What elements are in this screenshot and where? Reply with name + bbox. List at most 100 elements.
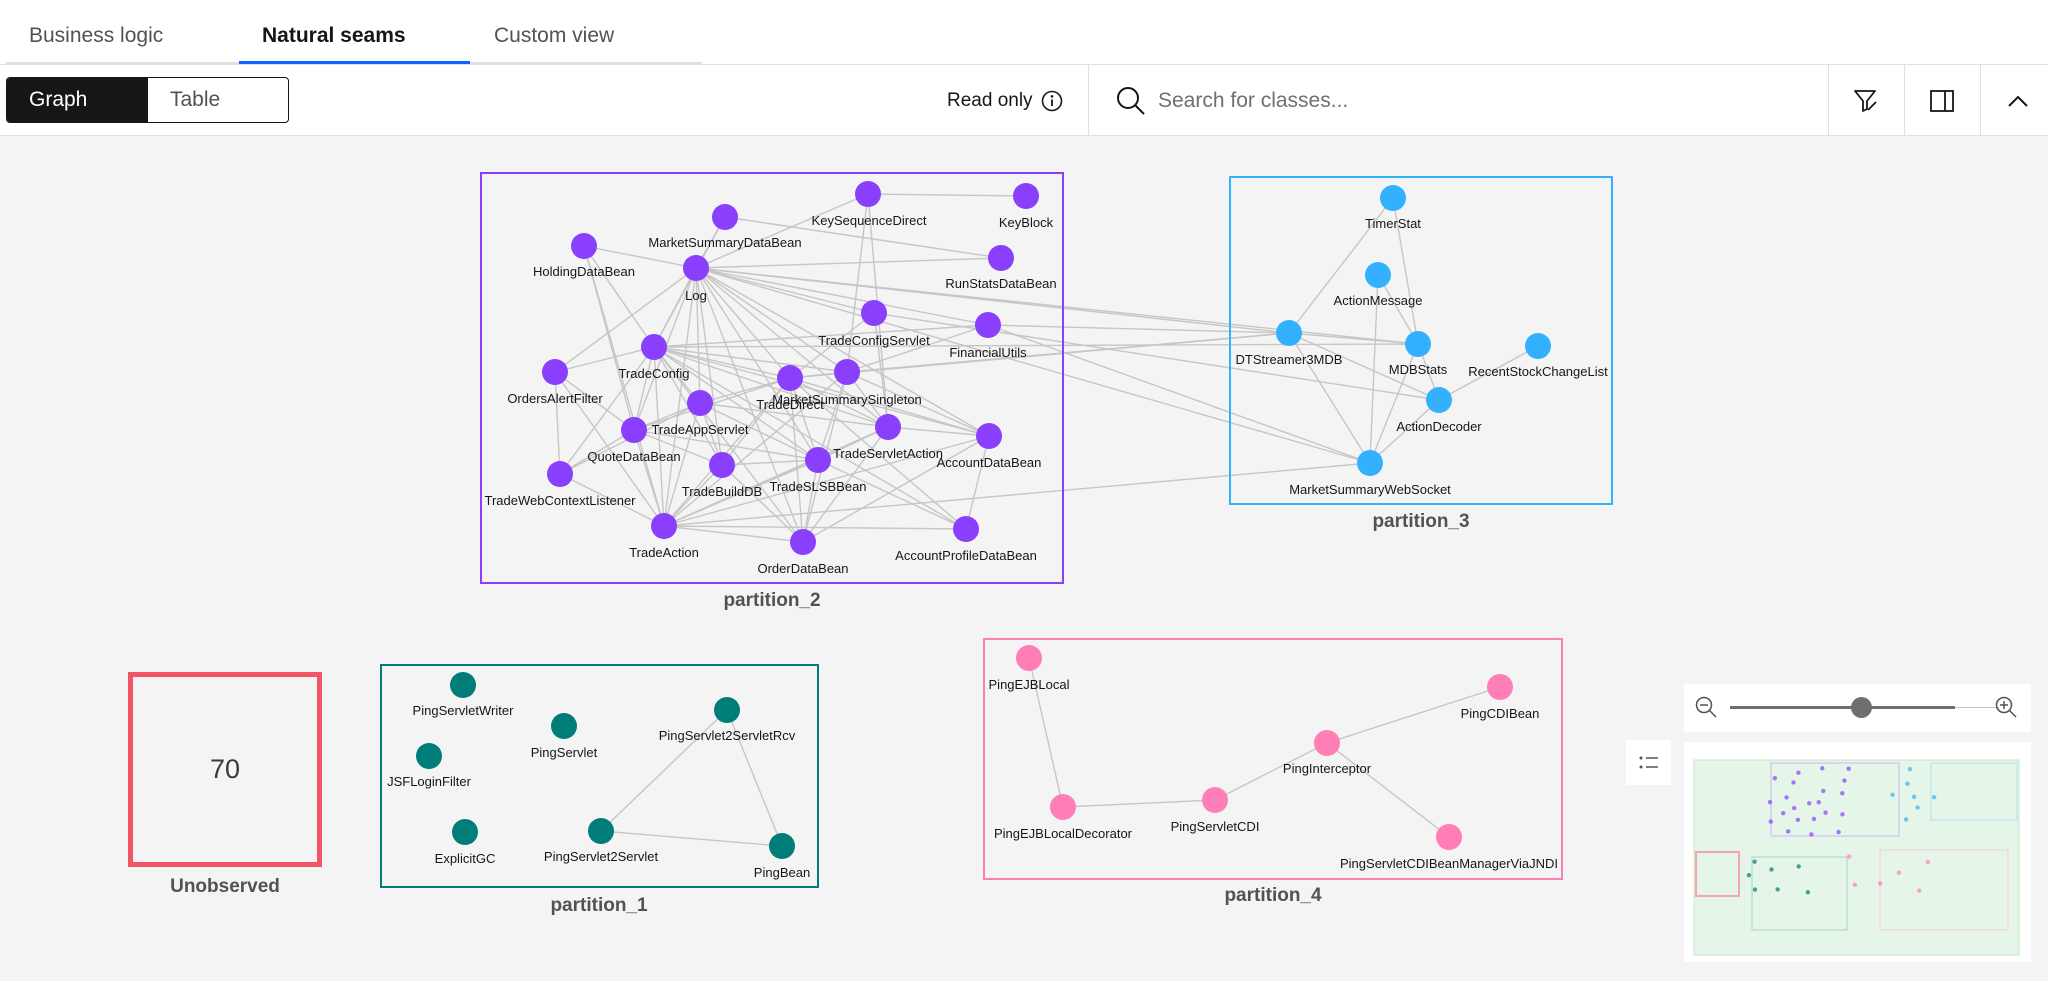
tab-natural-seams[interactable]: Natural seams — [262, 24, 406, 47]
class-node-marker[interactable] — [416, 743, 442, 769]
class-node-marker[interactable] — [450, 672, 476, 698]
partition_4-box[interactable] — [983, 638, 1563, 880]
class-node-marker[interactable] — [988, 245, 1014, 271]
filter-button[interactable] — [1828, 65, 1902, 135]
class-node-marker[interactable] — [861, 300, 887, 326]
class-node-marker[interactable] — [621, 417, 647, 443]
class-node[interactable]: PingServletCDIBeanManagerViaJNDI — [1340, 824, 1558, 871]
class-node-marker[interactable] — [805, 447, 831, 473]
class-node-marker[interactable] — [1357, 450, 1383, 476]
class-node[interactable]: TradeDirect — [756, 365, 824, 412]
collapse-button[interactable] — [1980, 65, 2048, 135]
class-node[interactable]: DTStreamer3MDB — [1236, 320, 1343, 367]
class-node-marker[interactable] — [452, 819, 478, 845]
class-node[interactable]: TradeAction — [629, 513, 699, 560]
class-node[interactable]: RunStatsDataBean — [945, 245, 1057, 291]
class-node-marker[interactable] — [709, 452, 735, 478]
class-node[interactable]: QuoteDataBean — [587, 417, 681, 464]
zoom-slider-handle[interactable] — [1850, 697, 1872, 718]
class-node[interactable]: FinancialUtils — [949, 312, 1027, 360]
class-node-marker[interactable] — [1365, 262, 1391, 288]
table-view-button[interactable]: Table — [147, 78, 288, 122]
class-node[interactable]: JSFLoginFilter — [387, 743, 472, 789]
partition_2-box[interactable] — [480, 172, 1064, 584]
class-node-marker[interactable] — [976, 423, 1002, 449]
legend-button[interactable] — [1626, 740, 1671, 785]
class-node-marker[interactable] — [1405, 331, 1431, 357]
class-node-marker[interactable] — [1050, 794, 1076, 820]
class-node[interactable]: MDBStats — [1389, 331, 1448, 377]
class-node[interactable]: PingServlet2ServletRcv — [659, 697, 796, 743]
class-node-marker[interactable] — [547, 461, 573, 487]
class-node[interactable]: MarketSummaryWebSocket — [1289, 450, 1451, 497]
class-node-marker[interactable] — [542, 359, 568, 385]
class-node-marker[interactable] — [687, 390, 713, 416]
class-node[interactable]: TradeBuildDB — [682, 452, 762, 499]
class-node[interactable]: OrdersAlertFilter — [507, 359, 603, 406]
class-node-marker[interactable] — [588, 818, 614, 844]
class-node-marker[interactable] — [975, 312, 1001, 338]
class-node[interactable]: PingServletWriter — [413, 672, 515, 718]
zoom-in-icon[interactable] — [1994, 695, 2018, 719]
unobserved-group[interactable]: 70 Unobserved — [128, 672, 322, 981]
partition_3-box[interactable] — [1229, 176, 1613, 505]
class-node-marker[interactable] — [641, 334, 667, 360]
unobserved-box[interactable]: 70 — [128, 672, 322, 867]
class-node-marker[interactable] — [1380, 185, 1406, 211]
class-node-marker[interactable] — [1314, 730, 1340, 756]
class-node[interactable]: TimerStat — [1365, 185, 1421, 231]
class-node[interactable]: MarketSummaryDataBean — [648, 204, 802, 250]
class-node-marker[interactable] — [651, 513, 677, 539]
tab-business-logic[interactable]: Business logic — [29, 24, 164, 47]
class-node[interactable]: PingCDIBean — [1461, 674, 1540, 721]
class-node[interactable]: KeySequenceDirect — [812, 181, 927, 228]
zoom-slider-track[interactable] — [1730, 706, 1955, 709]
search-input[interactable] — [1158, 79, 1818, 123]
class-node[interactable]: PingEJBLocal — [989, 645, 1070, 692]
class-node-marker[interactable] — [571, 233, 597, 259]
class-node[interactable]: KeyBlock — [999, 183, 1054, 230]
class-node-marker[interactable] — [790, 529, 816, 555]
class-node-marker[interactable] — [834, 359, 860, 385]
class-node[interactable]: AccountDataBean — [937, 423, 1042, 470]
class-node-marker[interactable] — [855, 181, 881, 207]
class-node-marker[interactable] — [1016, 645, 1042, 671]
class-node-marker[interactable] — [714, 697, 740, 723]
class-node-marker[interactable] — [1013, 183, 1039, 209]
class-node-marker[interactable] — [683, 255, 709, 281]
class-node-marker[interactable] — [953, 516, 979, 542]
class-node[interactable]: HoldingDataBean — [533, 233, 635, 279]
class-node-marker[interactable] — [1525, 333, 1551, 359]
class-node[interactable]: TradeServletAction — [833, 414, 943, 461]
class-node[interactable]: RecentStockChangeList — [1468, 333, 1608, 379]
class-node[interactable]: ActionMessage — [1334, 262, 1423, 308]
class-node-marker[interactable] — [1276, 320, 1302, 346]
class-node[interactable]: PingBean — [754, 833, 810, 880]
partition_1-box[interactable] — [380, 664, 819, 888]
class-node-marker[interactable] — [777, 365, 803, 391]
class-node[interactable]: PingEJBLocalDecorator — [994, 794, 1133, 841]
class-node-marker[interactable] — [769, 833, 795, 859]
class-node-marker[interactable] — [551, 713, 577, 739]
class-node[interactable]: ExplicitGC — [435, 819, 496, 866]
minimap[interactable] — [1684, 742, 2031, 962]
class-node[interactable]: TradeConfig — [618, 334, 690, 381]
zoom-slider-rest[interactable] — [1955, 707, 1999, 708]
graph-view-button[interactable]: Graph — [7, 78, 147, 122]
zoom-out-icon[interactable] — [1694, 695, 1718, 719]
class-node[interactable]: PingInterceptor — [1283, 730, 1372, 776]
class-node-marker[interactable] — [1426, 387, 1452, 413]
class-node-marker[interactable] — [1202, 787, 1228, 813]
class-node-marker[interactable] — [1436, 824, 1462, 850]
class-node[interactable]: MarketSummarySingleton — [772, 359, 922, 407]
class-node[interactable]: Log — [683, 255, 709, 303]
class-node[interactable]: PingServletCDI — [1171, 787, 1260, 834]
tab-custom-view[interactable]: Custom view — [494, 24, 615, 47]
class-node[interactable]: PingServlet2Servlet — [544, 818, 659, 864]
class-node[interactable]: ActionDecoder — [1396, 387, 1482, 434]
info-icon[interactable] — [1041, 90, 1063, 112]
class-node[interactable]: TradeConfigServlet — [818, 300, 930, 348]
class-node-marker[interactable] — [875, 414, 901, 440]
